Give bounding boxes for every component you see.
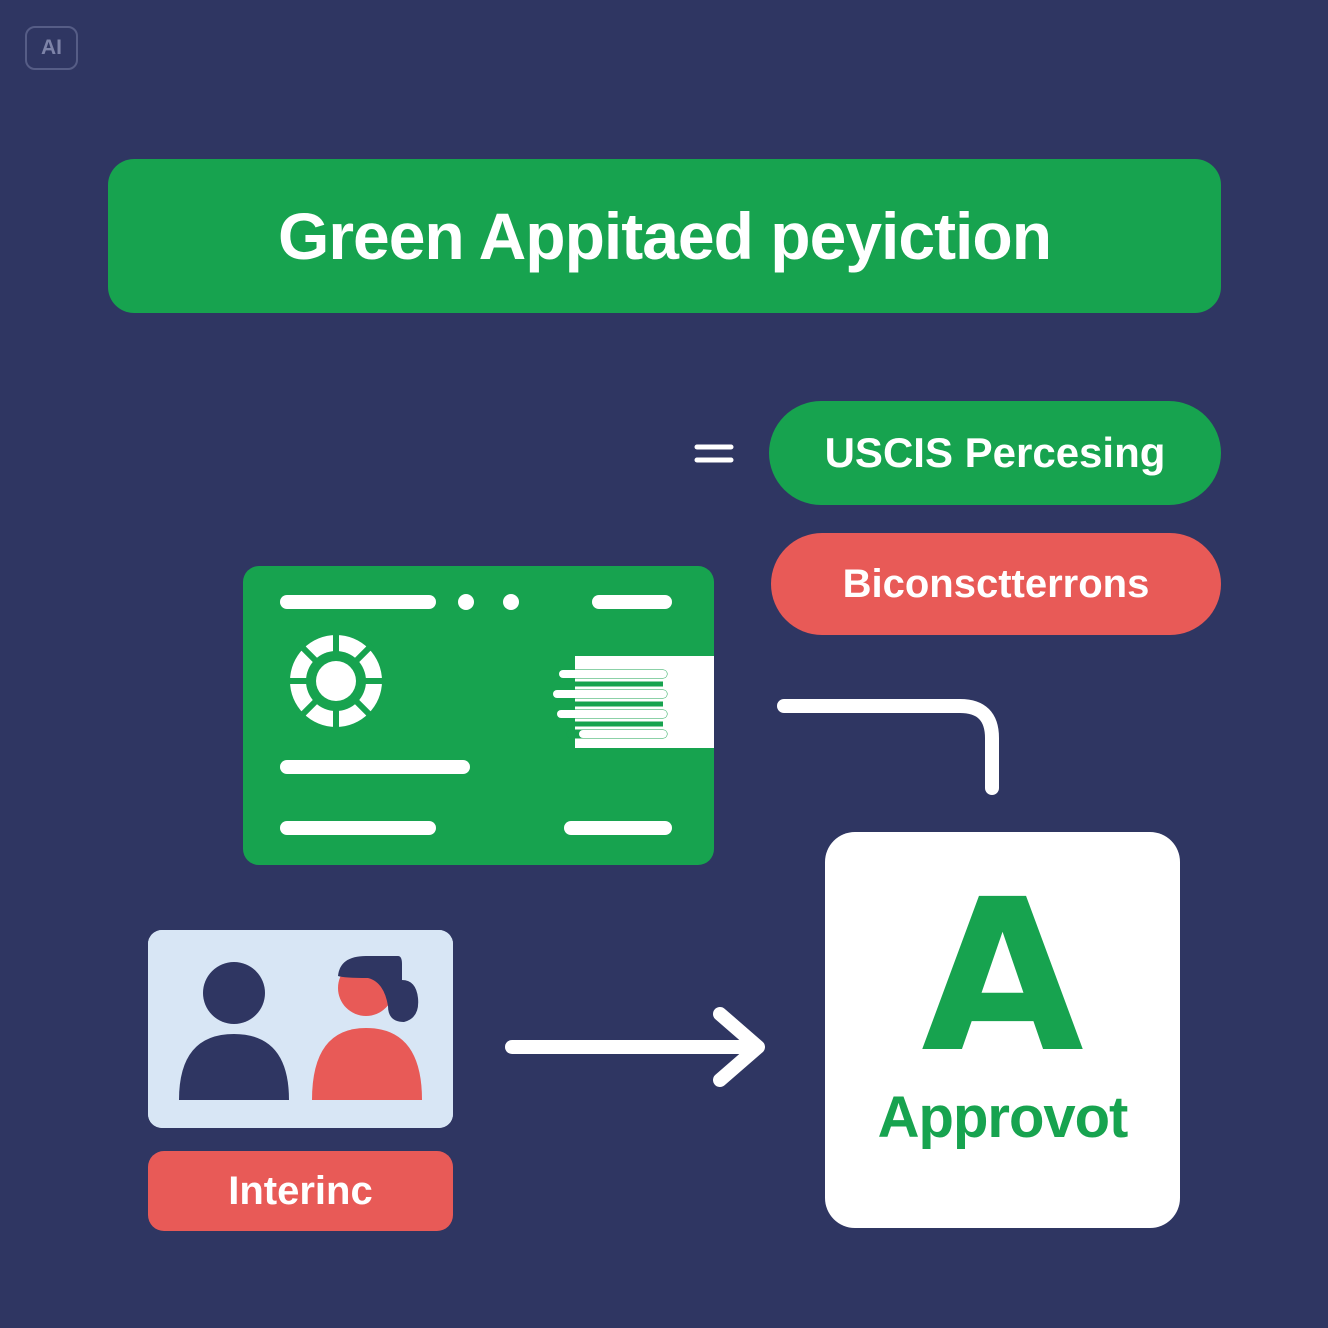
title-bar: Green Appitaed peyiction <box>108 159 1221 313</box>
approval-box: A Approvot <box>825 832 1180 1228</box>
green-card-icon <box>243 566 714 865</box>
step-interview: Interinc <box>148 1151 453 1231</box>
seal-icon <box>286 631 386 731</box>
approval-letter: A <box>921 854 1084 1099</box>
step-biometrics: Biconsctterrons <box>771 533 1221 635</box>
approval-label: Approvot <box>877 1085 1129 1150</box>
elbow-connector-icon <box>777 699 999 795</box>
diagram-title: Green Appitaed peyiction <box>277 199 1052 273</box>
equals-icon <box>694 444 734 463</box>
right-arrow-icon <box>505 1007 765 1087</box>
ai-badge: AI <box>25 26 78 70</box>
step-processing: USCIS Percesing <box>769 401 1221 505</box>
two-people-icon <box>148 930 453 1128</box>
